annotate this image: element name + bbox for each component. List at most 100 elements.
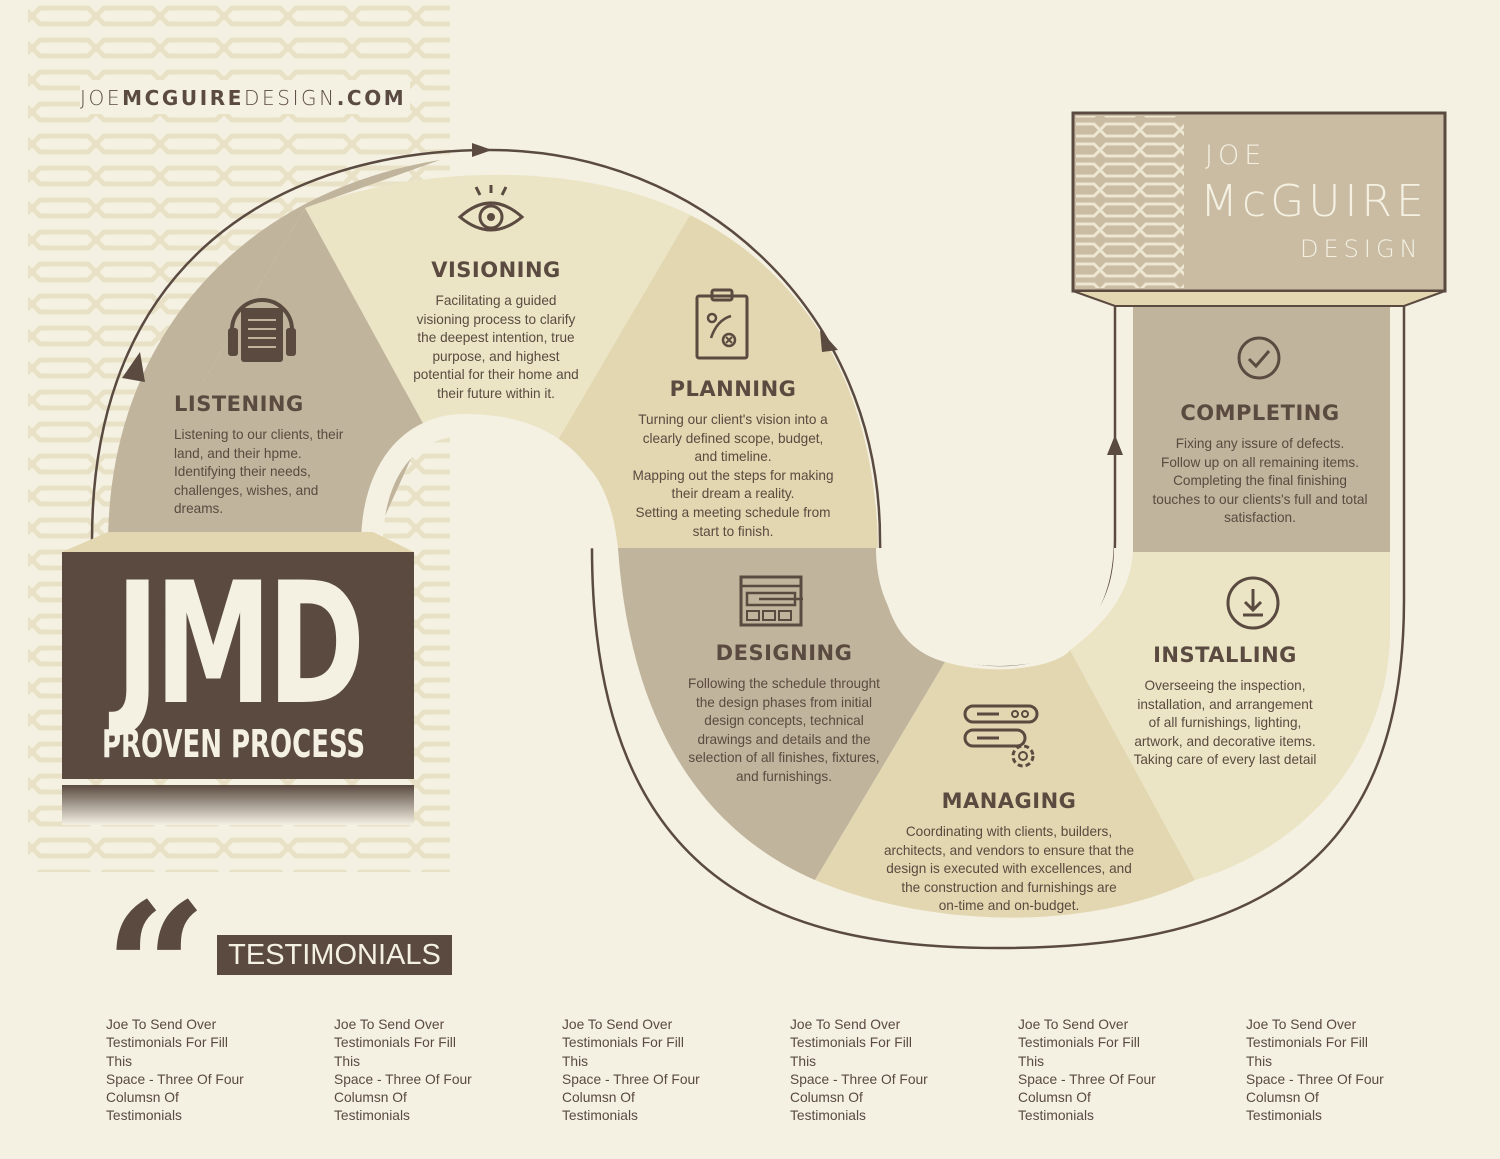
step-line: Facilitating a guided [435,293,557,308]
step-line: purpose, and highest [432,348,560,364]
step-title: COMPLETING [1180,401,1340,425]
step-installing: INSTALLING Overseeing the inspection,ins… [1122,643,1328,770]
testimonial-line: Testimonials For Fill This [1246,1035,1368,1069]
testimonial-line: Columsn Of Testimonials [562,1090,638,1124]
step-title: LISTENING [174,392,304,416]
step-line: their dream a reality. [671,486,795,502]
step-completing: COMPLETING Fixing any issure of defects.… [1143,401,1377,528]
step-title: MANAGING [941,789,1077,813]
step-listening: LISTENING Listening to our clients, thei… [174,392,394,519]
website-url[interactable]: JOEMCGUIREDESIGN.COM [80,86,406,110]
step-line: land, and their hpme. [174,445,302,461]
step-line: visioning process to clarify [416,311,576,327]
arrow-head-top [472,143,492,157]
step-line: touches to our clients's full and total [1152,491,1368,507]
step-line: architects, and vendors to ensure that t… [883,842,1135,858]
testimonial-line: Testimonials For Fill This [334,1035,456,1069]
segment-planning [555,215,878,548]
testimonial-line: Space - Three Of Four [790,1071,928,1087]
step-title: VISIONING [431,258,561,282]
step-line: Taking care of every last detail [1133,752,1317,768]
segment-completing [1133,305,1390,552]
step-line: Listening to our clients, their [174,427,344,442]
quote-mark-icon: “ [104,864,208,1075]
testimonial-line: Columsn Of Testimonials [106,1090,182,1124]
step-line: and furnishings. [736,768,832,784]
server-gear-icon [963,704,1039,768]
step-line: of all furnishings, lighting, [1148,715,1302,731]
testimonial-line: Columsn Of Testimonials [1018,1090,1094,1124]
testimonial-line: Joe To Send Over [1018,1017,1129,1032]
testimonial-line: Joe To Send Over [562,1017,673,1032]
step-line: Overseeing the inspection, [1144,678,1306,693]
segment-listening-fill [108,208,432,545]
website-part: JOE [80,86,123,110]
step-line: design is executed with excellences, and [886,861,1132,877]
step-line: Turning our client's vision into a [638,412,828,427]
badge-shadow [62,785,414,825]
logo-line-2: McGUIRE [1200,176,1428,227]
clipboard-plan-icon [695,288,749,360]
testimonial-line: Joe To Send Over [1246,1017,1357,1032]
testimonial-line: Joe To Send Over [106,1017,217,1032]
design-window-icon [739,575,803,627]
segment-designing [618,548,945,880]
logo-base [1072,290,1446,307]
step-line: challenges, wishes, and [174,482,319,498]
step-line: Follow up on all remaining items. [1161,454,1359,470]
step-line: potential for their home and [413,367,579,383]
testimonial-line: Columsn Of Testimonials [790,1090,866,1124]
testimonial-line: Space - Three Of Four [562,1071,700,1087]
eye-icon [457,185,525,232]
step-line: Setting a meeting schedule from [635,504,831,520]
testimonial-line: Space - Three Of Four [1246,1071,1384,1087]
step-line: Following the schedule throught [688,676,880,691]
step-line: Fixing any issure of defects. [1175,436,1345,451]
testimonial-line: Joe To Send Over [790,1017,901,1032]
badge-top-face [62,532,414,552]
testimonial-line: Joe To Send Over [334,1017,445,1032]
step-line: the construction and furnishings are [901,879,1117,895]
step-line: on-time and on-budget. [938,898,1080,914]
step-line: and timeline. [694,449,772,465]
website-backdrop [80,80,410,114]
step-line: their future within it. [437,385,555,401]
step-line: artwork, and decorative items. [1134,733,1316,749]
headphones-notes-icon [228,298,296,362]
arrow-head-right [820,330,838,352]
testimonial-line: Columsn Of Testimonials [1246,1090,1322,1124]
logo-pattern [1076,116,1184,288]
testimonial-line: Testimonials For Fill This [1018,1035,1140,1069]
step-line: satisfaction. [1224,510,1296,526]
logo-line-1: JOE [1205,140,1267,171]
step-planning: PLANNING Turning our client's vision int… [628,377,838,541]
step-line: selection of all finishes, fixtures, [688,750,880,766]
step-line: drawings and details and the [697,731,871,747]
badge-box [62,552,414,779]
step-designing: DESIGNING Following the schedule through… [678,641,890,787]
process-outline-lower [590,300,1406,950]
testimonial-line: Space - Three Of Four [334,1071,472,1087]
logo-line-3: DESIGN [1300,235,1423,263]
step-line: dreams. [174,501,224,517]
testimonial-line: Columsn Of Testimonials [334,1090,410,1124]
testimonial-line: Space - Three Of Four [1018,1071,1156,1087]
badge-title: JMD [115,546,365,742]
segment-listening-top [108,160,440,545]
step-title: DESIGNING [715,641,853,665]
testimonial-line: Space - Three Of Four [106,1071,244,1087]
testimonial-line: Testimonials For Fill This [790,1035,912,1069]
segment-installing [1070,552,1390,880]
download-icon [1226,576,1280,630]
segment-visioning [305,174,690,446]
step-visioning: VISIONING Facilitating a guided visioning… [398,258,594,404]
step-line: Mapping out the steps for making [632,467,834,483]
step-title: PLANNING [669,377,797,401]
badge-subtitle: PROVEN PROCESS [102,722,366,766]
step-title: INSTALLING [1153,643,1297,667]
